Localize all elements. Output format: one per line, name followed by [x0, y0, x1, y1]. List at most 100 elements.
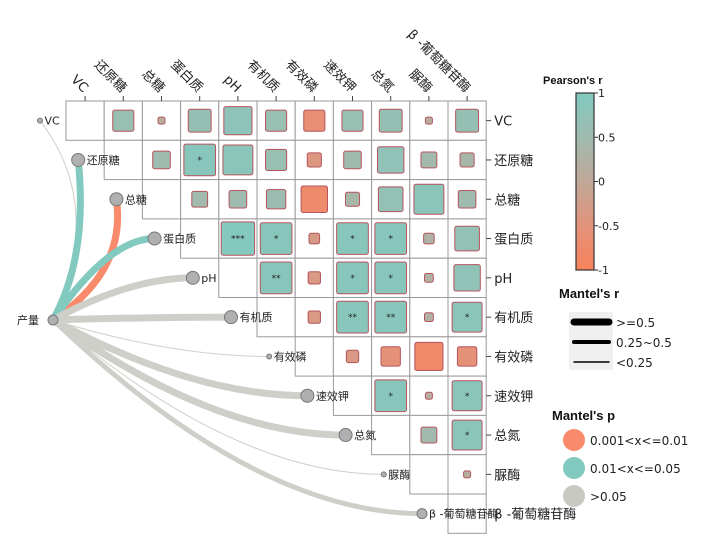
colorbar-tick-label: -1 — [598, 264, 609, 277]
mantel-node — [71, 152, 86, 167]
heatmap-cell — [65, 100, 105, 141]
correlation-square — [341, 109, 364, 132]
correlation-square — [451, 380, 483, 412]
correlation-square — [423, 232, 435, 245]
correlation-square — [306, 152, 322, 168]
mantel-r-label: 0.25~0.5 — [616, 336, 672, 350]
row-label: 总糖 — [494, 192, 520, 208]
significance-label: * — [197, 156, 202, 166]
correlation-square — [413, 183, 445, 215]
correlation-square — [112, 109, 135, 132]
colorbar-title: Pearson's r — [543, 75, 603, 87]
correlation-square — [374, 222, 408, 255]
correlation-square — [228, 189, 248, 209]
correlation-square — [303, 109, 326, 132]
correlation-square — [457, 189, 477, 209]
row-label: 脲酶 — [494, 467, 520, 483]
correlation-square — [265, 148, 288, 172]
correlation-square — [191, 190, 209, 208]
correlation-square — [377, 146, 405, 174]
mantel-node — [338, 428, 353, 443]
correlation-square — [424, 116, 433, 125]
heatmap-cell — [256, 297, 296, 338]
mantel-node-label: 总糖 — [125, 192, 147, 206]
correlation-square — [220, 221, 256, 256]
mantel-r-label: <0.25 — [616, 356, 653, 370]
mantel-p-title: Mantel's p — [552, 408, 615, 423]
correlation-square — [463, 470, 472, 479]
mantel-link — [49, 313, 235, 324]
correlation-square — [374, 379, 408, 413]
colorbar — [575, 92, 595, 271]
mantel-node-label: 有效磷 — [274, 349, 307, 363]
column-label: 总氮 — [367, 67, 396, 96]
row-label: VC — [494, 115, 512, 130]
correlation-square — [265, 189, 287, 210]
mantel-link — [49, 235, 159, 324]
mantel-node — [266, 353, 273, 360]
significance-label: * — [388, 392, 393, 402]
mantel-node — [300, 388, 315, 403]
correlation-square — [259, 261, 293, 295]
column-label: 有机质 — [244, 58, 282, 96]
correlation-square — [300, 185, 329, 213]
correlation-square — [308, 232, 321, 245]
correlation-square — [222, 144, 254, 176]
correlation-square — [336, 300, 369, 334]
correlation-square — [307, 271, 321, 285]
mantel-node-label: 还原糖 — [87, 153, 120, 167]
correlation-square — [343, 150, 362, 170]
significance-label: * — [465, 392, 470, 402]
mantel-node-label: 速效钾 — [316, 389, 349, 403]
correlation-square — [183, 143, 217, 177]
correlation-square — [259, 222, 293, 255]
colorbar-tick-label: -0.5 — [598, 220, 619, 233]
mantel-link — [50, 317, 425, 517]
row-label: β -葡萄糖苷酶 — [494, 507, 576, 523]
correlation-square — [424, 312, 434, 323]
row-label: 速效钾 — [494, 390, 533, 405]
heatmap-cell — [103, 139, 143, 181]
correlation-square — [451, 419, 483, 451]
correlation-square — [336, 222, 369, 255]
mantel-p-key-dot — [563, 485, 585, 507]
significance-label: * — [388, 235, 393, 245]
correlation-square — [265, 109, 288, 132]
mantel-node — [380, 471, 387, 478]
correlation-square — [336, 261, 369, 295]
correlation-square — [420, 426, 438, 444]
mantel-node-label: 脲酶 — [388, 468, 410, 481]
mantel-node-label: VC — [45, 115, 61, 128]
significance-label: * — [388, 274, 393, 284]
mantel-link — [49, 274, 197, 324]
column-label: 还原糖 — [91, 57, 130, 96]
mantel-r-label: >=0.5 — [616, 316, 655, 330]
row-label: 有效磷 — [494, 350, 533, 365]
correlation-square — [374, 261, 408, 295]
significance-label: *** — [231, 235, 245, 245]
mantel-node-label: 总氮 — [354, 428, 376, 442]
column-label: pH — [220, 72, 243, 95]
mantel-link — [52, 319, 385, 475]
correlation-square — [377, 186, 404, 213]
significance-label: * — [465, 431, 470, 441]
correlation-square — [374, 300, 408, 334]
mantel-p-label: 0.001<x<=0.01 — [590, 434, 688, 448]
correlation-square — [344, 191, 361, 207]
column-label: VC — [68, 73, 91, 96]
correlation-square — [424, 272, 434, 283]
colorbar-tick-label: 0.5 — [598, 131, 616, 144]
heatmap-cell — [141, 179, 182, 220]
mantel-node — [416, 508, 428, 520]
mantel-node — [147, 231, 162, 246]
correlation-square — [380, 346, 401, 367]
heatmap-cell — [218, 257, 258, 299]
correlation-square — [453, 264, 481, 292]
mantel-link — [49, 316, 350, 439]
row-label: 还原糖 — [494, 153, 533, 169]
correlation-square — [307, 310, 321, 324]
row-label: 有机质 — [494, 311, 533, 326]
significance-label: * — [350, 235, 355, 245]
